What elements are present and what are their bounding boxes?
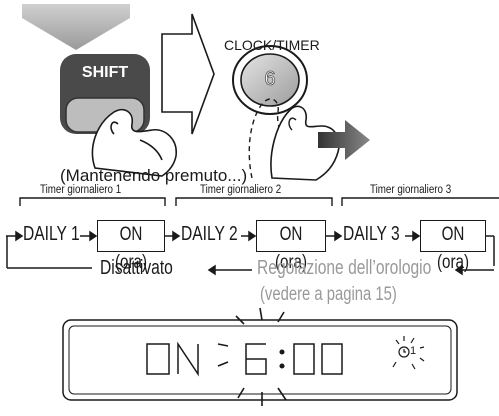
see-page-note: (vedere a pagina 15) <box>260 284 397 305</box>
disattivato-label: Disattivato <box>100 257 173 279</box>
lcd-on-segments <box>146 341 199 377</box>
daily-1-label: DAILY 1 <box>23 223 80 245</box>
down-arrow-icon <box>22 4 130 50</box>
on-time-box-3-text: ON (ora) <box>436 224 470 273</box>
holding-note: (Mantenendo premuto...) <box>60 166 248 185</box>
timer-indicator-icon <box>392 336 425 370</box>
clock-timer-button-number: 6 <box>264 68 276 91</box>
timer-indicator-digit: 1 <box>410 345 417 357</box>
on-time-box-2-text: ON (ora) <box>274 224 308 273</box>
on-time-box-1-text: ON (ora) <box>114 224 148 273</box>
clock-timer-label: CLOCK/TIMER <box>224 37 320 53</box>
clock-setting-label: Regolazione dell’orologio <box>257 257 432 279</box>
clock-timer-button-icon <box>232 45 308 115</box>
lcd-display-frame <box>62 319 458 401</box>
hand-icon <box>91 108 177 177</box>
shift-button-label: SHIFT <box>81 64 129 81</box>
timer-brackets <box>19 197 499 206</box>
lcd-time-segments <box>245 343 343 375</box>
on-time-box-1: ON (ora) <box>97 220 165 273</box>
blink-rays-icon <box>217 307 287 406</box>
repeat-press-hand-icon <box>248 98 340 181</box>
repeat-arrow-icon <box>318 120 370 160</box>
timer-2-label: Timer giornaliero 2 <box>200 184 282 196</box>
timer-3-label: Timer giornaliero 3 <box>370 184 452 196</box>
on-time-box-3: ON (ora) <box>420 220 486 273</box>
next-step-arrow-icon <box>161 13 215 135</box>
daily-3-label: DAILY 3 <box>343 223 400 245</box>
on-time-box-2: ON (ora) <box>256 220 326 273</box>
daily-2-label: DAILY 2 <box>181 223 238 245</box>
timer-1-label: Timer giornaliero 1 <box>40 184 122 196</box>
